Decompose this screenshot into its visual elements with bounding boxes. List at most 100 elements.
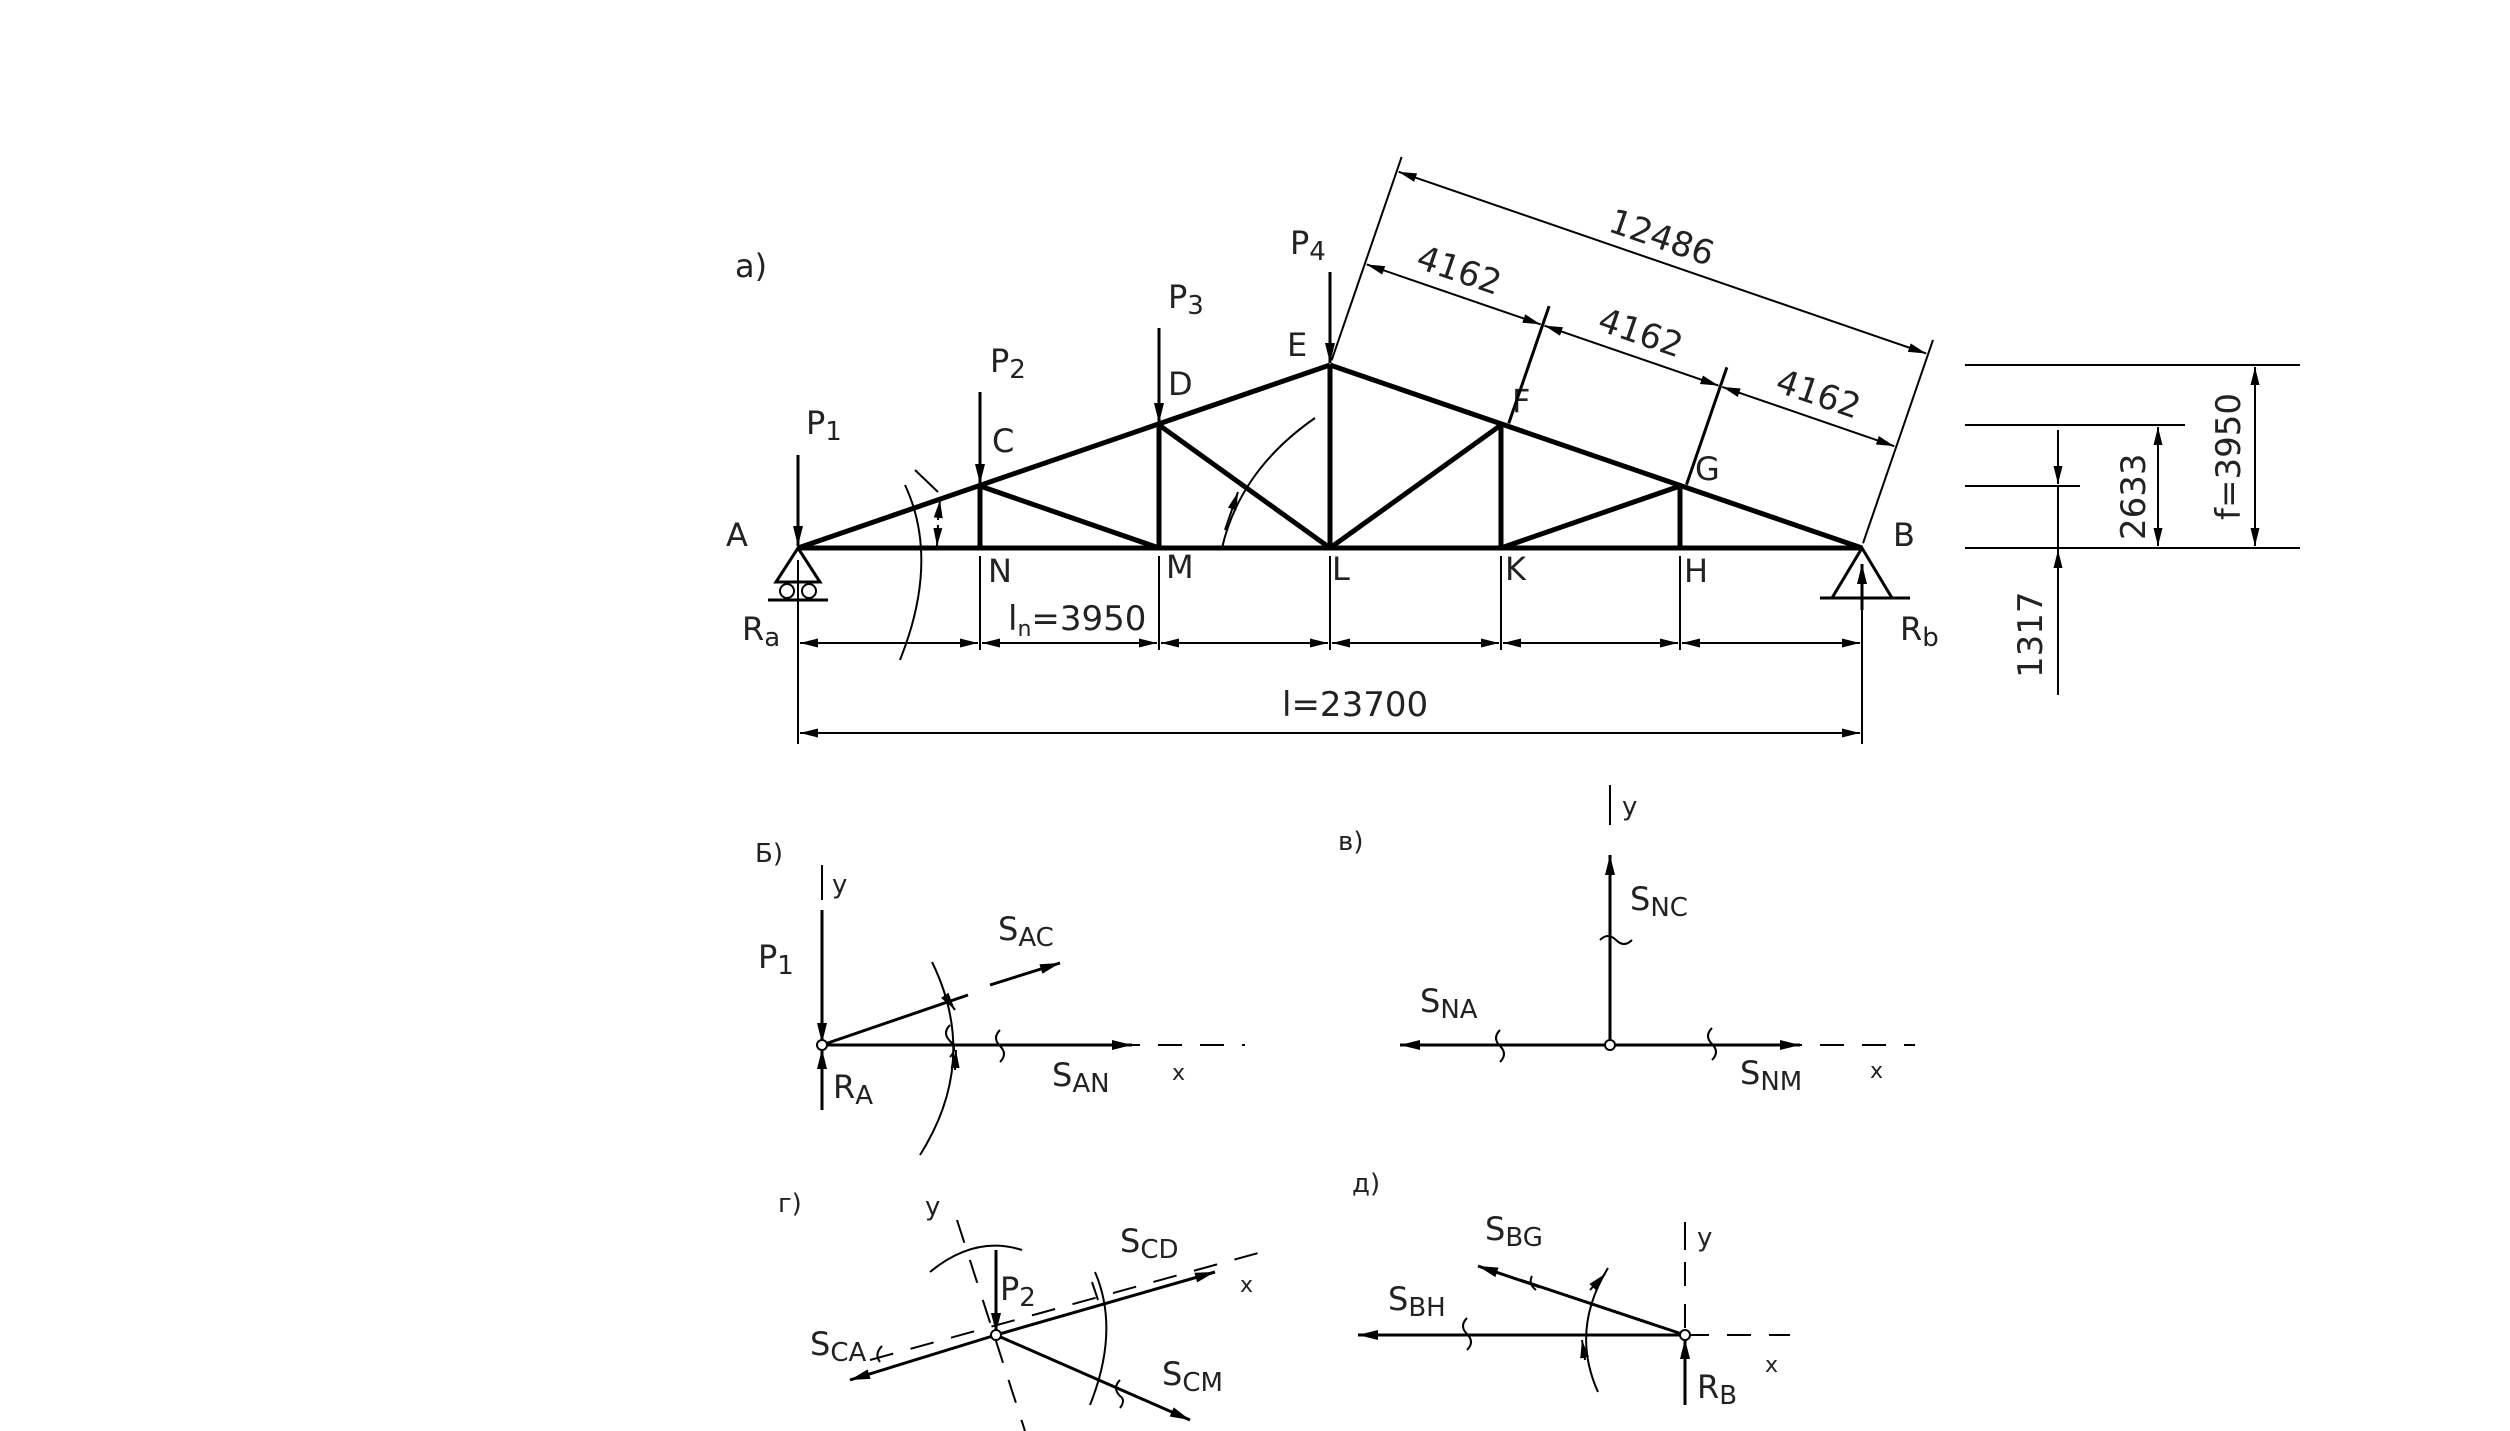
panel-length-label: ln=3950	[1008, 599, 1146, 642]
panel-b-joint-a: Б) y x P1 RA SAC SAN	[755, 839, 1245, 1156]
joint-label-k: K	[1505, 550, 1527, 588]
panel-v-joint-n: в) y x SNC SNA SNM	[1338, 785, 1915, 1097]
panel-d-joint-b: д) y x SBH SBG RB	[1352, 1169, 1790, 1411]
d-break-mark-2	[1529, 1275, 1537, 1291]
v-y-label: y	[1622, 792, 1637, 822]
reaction-rb-label: Rb	[1900, 610, 1939, 653]
panel-dimension-line	[797, 556, 1863, 744]
panel-g-label: г)	[778, 1189, 802, 1219]
d-angle-arrow-1	[1589, 1273, 1606, 1291]
joint-label-f: F	[1512, 382, 1530, 420]
panel-d-label: д)	[1352, 1169, 1380, 1199]
pin-support-b	[1820, 545, 1910, 600]
b-ra-label: RA	[833, 1068, 873, 1111]
joint-label-m: M	[1166, 548, 1194, 586]
v-node	[1604, 1039, 1616, 1051]
d-node	[1679, 1329, 1691, 1341]
panel-a: а)	[726, 156, 2300, 744]
joint-label-a: A	[726, 516, 748, 554]
load-arrows	[793, 272, 1335, 546]
d-break-mark-1	[1462, 1317, 1472, 1351]
b-angle-arc	[919, 961, 955, 1156]
span-label: l=23700	[1282, 685, 1428, 725]
load-p2-label: P2	[990, 342, 1026, 385]
joint-label-n: N	[988, 552, 1012, 590]
v-snm-label: SNM	[1740, 1054, 1802, 1097]
d-bg-line	[1519, 1278, 1686, 1337]
load-p1-label: P1	[806, 404, 842, 447]
angle-arc-m	[1221, 417, 1316, 549]
panel-v-label: в)	[1338, 827, 1363, 857]
d-sbg-label: SBG	[1485, 1210, 1543, 1253]
g-sca-arrow	[849, 1333, 997, 1382]
d-rb-label: RB	[1697, 1368, 1737, 1411]
v-snc-label: SNC	[1630, 880, 1688, 923]
g-x-label: x	[1240, 1273, 1253, 1298]
panel-g-joint-c: г) y x P2 SCD SCA SCM	[778, 1189, 1263, 1431]
g-angle-tick	[1091, 1281, 1099, 1301]
v-break-mark-3	[1707, 1027, 1717, 1061]
b-sac-label: SAC	[998, 910, 1054, 953]
g-y-axis	[956, 1219, 1026, 1431]
g-x-axis	[869, 1251, 1263, 1361]
b-break-mark-2	[995, 1029, 1005, 1063]
g-scd-label: SCD	[1120, 1222, 1179, 1265]
reaction-ra-label: Ra	[742, 610, 780, 653]
load-p4-label: P4	[1290, 224, 1326, 267]
v-sna-label: SNA	[1420, 982, 1478, 1025]
height-f-label: f=3950	[2209, 393, 2249, 520]
v-break-mark-2	[1495, 1029, 1505, 1063]
panel-a-label: а)	[735, 247, 767, 285]
joint-label-d: D	[1168, 365, 1193, 403]
truss-verticals	[977, 365, 1683, 548]
g-scm-label: SCM	[1162, 1355, 1223, 1398]
g-break-mark-2	[1115, 1379, 1124, 1409]
top-chord	[797, 362, 1863, 551]
b-node	[816, 1039, 828, 1051]
b-san-label: SAN	[1052, 1056, 1110, 1099]
joint-label-b: B	[1893, 516, 1915, 554]
b-sac-arrow	[989, 961, 1061, 987]
joint-label-e: E	[1287, 326, 1307, 364]
d-x-label: x	[1765, 1353, 1778, 1378]
chord-seg2-label: 4162	[1593, 300, 1688, 366]
panel-b-label: Б)	[755, 839, 783, 869]
b-x-label: x	[1172, 1061, 1185, 1086]
d-angle-arc	[1585, 1267, 1609, 1393]
truss-diagonals	[979, 422, 1681, 551]
joint-label-g: G	[1695, 450, 1720, 488]
b-p1-label: P1	[758, 938, 794, 981]
angle-arrow-m	[1224, 491, 1239, 531]
load-p3-label: P3	[1168, 278, 1204, 321]
joint-label-c: C	[992, 422, 1014, 460]
b-angle-arrow-1	[940, 992, 956, 1011]
g-scd-arrow	[995, 1270, 1216, 1337]
angle-arc-a	[899, 484, 923, 661]
chord-seg1-label: 4162	[1412, 238, 1507, 304]
height-1317-label: 1317	[2011, 591, 2051, 678]
b-angle-arrow-2	[950, 1049, 960, 1071]
joint-label-l: L	[1332, 550, 1350, 588]
g-scm-arrow	[995, 1333, 1191, 1422]
height-2633-label: 2633	[2114, 453, 2154, 540]
v-x-label: x	[1870, 1059, 1883, 1084]
chord-total-label: 12486	[1604, 201, 1719, 274]
d-y-label: y	[1697, 1223, 1712, 1253]
chord-seg3-label: 4162	[1771, 362, 1866, 428]
g-angle-arc-top	[929, 1244, 1023, 1273]
b-ac-line	[821, 993, 969, 1047]
g-angle-arc-right	[1089, 1271, 1108, 1406]
joint-label-h: H	[1684, 552, 1708, 590]
d-sbg-arrow	[1477, 1264, 1541, 1289]
g-node	[990, 1329, 1002, 1341]
height-dimensions: f=3950 2633 1317	[1965, 364, 2300, 695]
angle-arrow-a2	[933, 499, 943, 521]
b-y-label: y	[832, 870, 847, 900]
g-break-mark-1	[876, 1345, 883, 1363]
g-p2-label: P2	[1000, 1270, 1036, 1313]
g-sca-label: SCA	[810, 1325, 866, 1368]
v-break-mark-1	[1599, 935, 1633, 945]
angle-arrow-a	[933, 524, 943, 547]
